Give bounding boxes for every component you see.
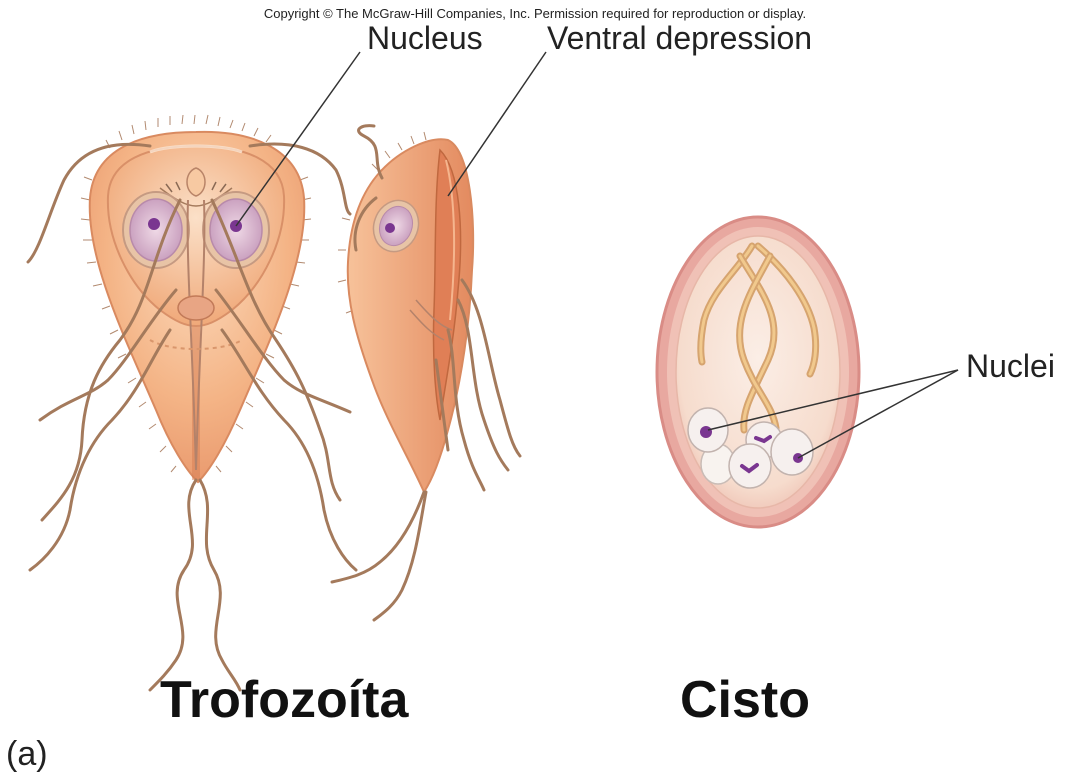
caption-trophozoite: Trofozoíta — [160, 670, 408, 730]
label-nuclei: Nuclei — [966, 348, 1055, 385]
leader-ventral — [448, 52, 546, 196]
cyst — [657, 217, 859, 527]
label-ventral-depression: Ventral depression — [547, 20, 812, 57]
trophozoite-front — [28, 115, 356, 690]
caption-cyst: Cisto — [680, 670, 810, 730]
trophozoite-side — [332, 126, 520, 620]
label-nucleus: Nucleus — [367, 20, 483, 57]
copyright-notice: Copyright © The McGraw-Hill Companies, I… — [0, 6, 1070, 21]
panel-label: (a) — [6, 735, 48, 774]
